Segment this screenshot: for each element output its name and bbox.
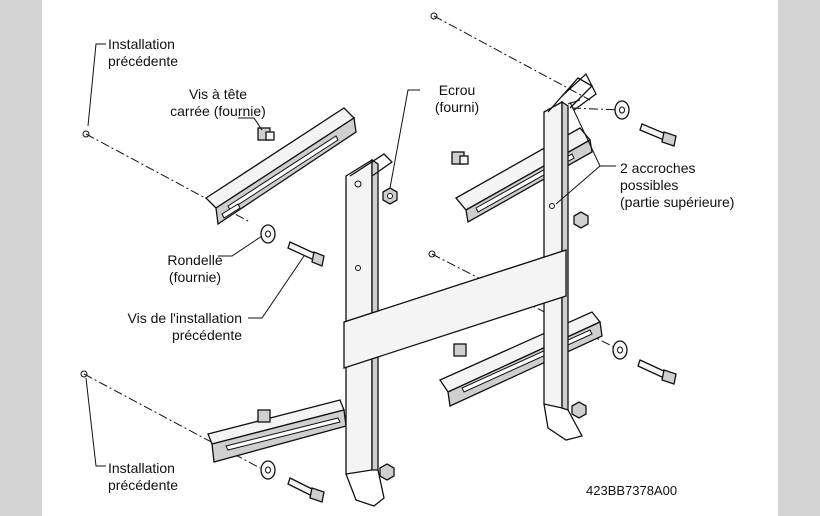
- nut-lower-right: [571, 401, 587, 419]
- upper-right-hook: [561, 72, 597, 111]
- label-vis-installation-precedente: Vis de l'installation précédente: [127, 310, 242, 343]
- label-rondelle: Rondelle (fournie): [167, 252, 223, 285]
- square-head-bolt-lower-right: [453, 343, 467, 357]
- dashline-end-left-bottom: [80, 370, 88, 378]
- upper-right-rail: [455, 127, 593, 224]
- dashline-end-top: [430, 12, 438, 20]
- washer-upper-right: [614, 100, 630, 120]
- washer-lower-right: [612, 340, 628, 360]
- nut-upper-left: [382, 187, 398, 205]
- label-accroches: 2 accroches possibles (partie supérieure…: [620, 160, 735, 210]
- cross-band: [343, 249, 567, 369]
- dashline-end-left-top: [82, 130, 90, 138]
- dashline-end-center: [428, 250, 436, 258]
- square-head-bolt-lower-left: [257, 409, 271, 423]
- screw-upper-left: [287, 241, 325, 267]
- screw-upper-right: [639, 123, 677, 147]
- square-head-bolt-right: [451, 151, 469, 165]
- lower-left-rail: [207, 399, 347, 463]
- drawing-sheet: [42, 0, 778, 516]
- label-vis-tete-carree: Vis à tête carrée (fournie): [170, 86, 266, 119]
- screw-lower-right: [637, 359, 677, 385]
- nut-lower-left: [379, 463, 395, 481]
- part-code: 423BB7378A00: [586, 483, 678, 498]
- screw-lower-left: [287, 477, 325, 503]
- square-head-bolt-upper: [257, 127, 275, 141]
- label-installation-precedente-top: Installation précédente: [108, 36, 179, 69]
- upper-left-rail: [204, 107, 357, 226]
- label-installation-precedente-bottom: Installation précédente: [108, 460, 179, 493]
- washer-upper-left: [260, 224, 276, 244]
- nut-upper-right: [573, 211, 589, 229]
- washer-lower-left: [260, 460, 276, 480]
- label-ecrou: Ecrou (fourni): [434, 82, 480, 115]
- leader-lines: [85, 43, 616, 467]
